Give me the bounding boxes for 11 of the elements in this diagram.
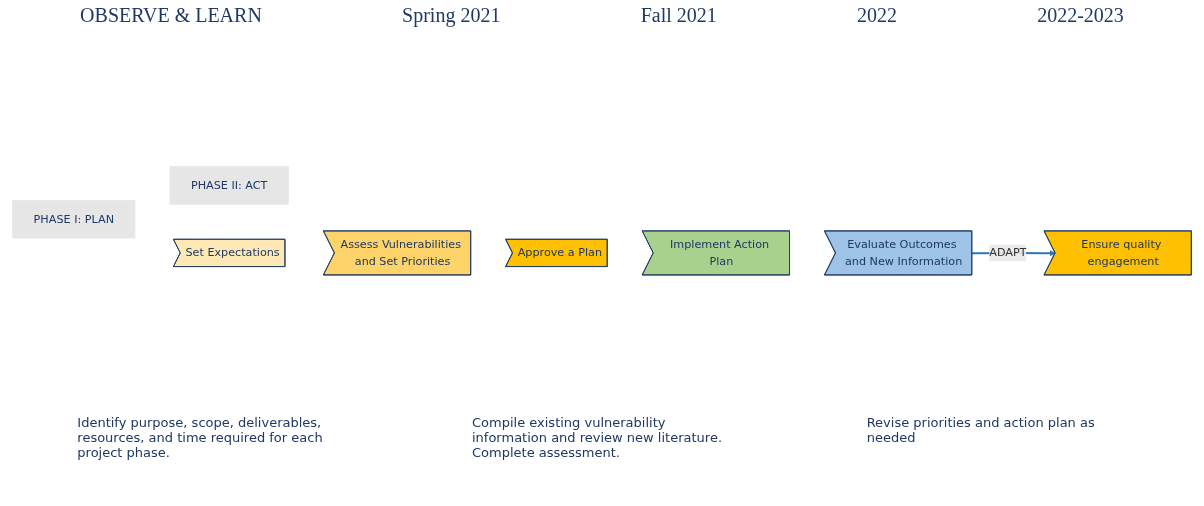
adapt-description: Revise priorities and action plan as needed xyxy=(866,415,1096,445)
node-box xyxy=(169,166,289,205)
phase-heading: OBSERVE & LEARN xyxy=(80,4,262,27)
date-label: Spring 2021 xyxy=(402,4,501,27)
node-box xyxy=(12,200,136,239)
step-description: Compile existing vulnerability information and review new literature. Complete assessment. xyxy=(472,415,724,460)
flowchart-diagram: ADAPT PHASE I: PLAN PHASE II: ACT Set Expectations Assess Vulnerabilities and Set Priorities Approve a Plan Implement Action Plan Evaluate Outcomes and New Information Ensure quality engagement xyxy=(7,161,1197,281)
date-label: Fall 2021 xyxy=(640,4,717,27)
date-label: 2022-2023 xyxy=(1037,4,1124,27)
step-description: Identify purpose, scope, deliverables, resources, and time required for each project phase. xyxy=(77,415,324,460)
date-label: 2022 xyxy=(857,4,897,27)
